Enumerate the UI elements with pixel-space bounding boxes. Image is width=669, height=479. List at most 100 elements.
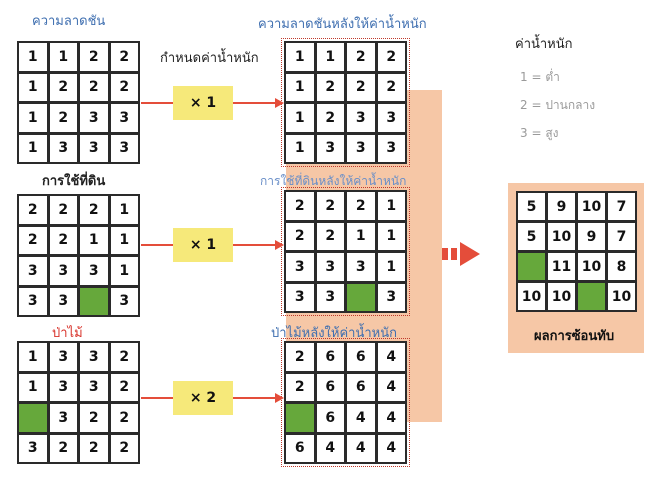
grid-cell: 3 <box>110 134 138 162</box>
grid-cell: 4 <box>316 434 344 462</box>
grid-cell: 3 <box>19 287 47 315</box>
grid-cell: 1 <box>19 73 47 101</box>
grid-cell: 2 <box>110 404 138 432</box>
grid-cell: 2 <box>49 104 77 132</box>
grid-cell: 2 <box>110 43 138 71</box>
grid-cell: 10 <box>578 253 605 280</box>
landuse-title: การใช้ที่ดิน <box>42 174 106 189</box>
grid-cell: 1 <box>286 134 314 162</box>
grid-cell: 1 <box>19 134 47 162</box>
grid-cell: 1 <box>377 192 405 220</box>
grid-cell: 1 <box>377 253 405 281</box>
grid-cell: 2 <box>49 226 77 254</box>
grid-cell: 10 <box>518 283 545 310</box>
grid-cell: 6 <box>316 373 344 401</box>
grid-cell: 3 <box>377 134 405 162</box>
grid-cell: 3 <box>347 253 375 281</box>
grid-cell: 2 <box>316 104 344 132</box>
grid-cell: 2 <box>110 434 138 462</box>
grid-cell: 3 <box>49 343 77 371</box>
arrow-line <box>141 102 173 104</box>
grid-cell: 3 <box>80 134 108 162</box>
grid-cell: 2 <box>316 192 344 220</box>
highlighted-cell <box>80 287 108 315</box>
grid-cell: 9 <box>548 193 575 220</box>
grid-cell: 3 <box>316 283 344 311</box>
grid-cell: 5 <box>518 193 545 220</box>
grid-cell: 1 <box>110 257 138 285</box>
grid-cell: 3 <box>80 104 108 132</box>
grid-cell: 3 <box>347 104 375 132</box>
grid-cell: 3 <box>110 104 138 132</box>
grid-cell: 2 <box>49 196 77 224</box>
legend-title: ค่าน้ำหนัก <box>515 37 573 52</box>
grid-cell: 9 <box>578 223 605 250</box>
arrow-head-icon <box>275 393 284 403</box>
grid-cell: 1 <box>19 343 47 371</box>
result-caption: ผลการซ้อนทับ <box>534 329 615 344</box>
grid-cell: 2 <box>110 343 138 371</box>
legend-line-medium: 2 = ปานกลาง <box>520 98 596 112</box>
grid-cell: 3 <box>286 283 314 311</box>
overlay-arrow-icon <box>442 242 480 266</box>
arrow-line <box>233 244 275 246</box>
grid-cell: 2 <box>110 73 138 101</box>
grid-cell: 3 <box>347 134 375 162</box>
grid-cell: 3 <box>49 404 77 432</box>
grid-cell: 1 <box>49 43 77 71</box>
grid-cell: 3 <box>286 253 314 281</box>
grid-cell: 3 <box>110 287 138 315</box>
grid-cell: 2 <box>110 373 138 401</box>
grid-cell: 4 <box>377 343 405 371</box>
landuse-multiplier: × 1 <box>173 228 233 262</box>
arrow-line <box>233 102 275 104</box>
highlighted-cell <box>578 283 605 310</box>
grid-cell: 3 <box>316 134 344 162</box>
grid-cell: 1 <box>377 222 405 250</box>
arrow-head-icon <box>275 240 284 250</box>
grid-cell: 2 <box>80 434 108 462</box>
forest-title: ป่าไม้ <box>52 326 83 341</box>
arrow-line <box>141 397 173 399</box>
grid-cell: 2 <box>80 404 108 432</box>
grid-cell: 4 <box>347 434 375 462</box>
grid-cell: 2 <box>347 73 375 101</box>
grid-cell: 11 <box>548 253 575 280</box>
grid-cell: 3 <box>80 257 108 285</box>
grid-cell: 8 <box>608 253 635 280</box>
grid-cell: 2 <box>347 192 375 220</box>
grid-cell: 10 <box>548 283 575 310</box>
arrow-line <box>141 244 173 246</box>
grid-cell: 4 <box>377 404 405 432</box>
grid-cell: 3 <box>377 104 405 132</box>
arrow-line <box>233 397 275 399</box>
highlighted-cell <box>347 283 375 311</box>
grid-cell: 2 <box>316 222 344 250</box>
grid-cell: 7 <box>608 193 635 220</box>
grid-cell: 2 <box>286 192 314 220</box>
grid-cell: 3 <box>80 373 108 401</box>
grid-cell: 2 <box>19 196 47 224</box>
grid-cell: 1 <box>347 222 375 250</box>
landuse-weighted-title: การใช้ที่ดินหลังให้ค่าน้ำหนัก <box>260 174 407 188</box>
grid-cell: 3 <box>49 373 77 401</box>
grid-cell: 6 <box>347 343 375 371</box>
grid-cell: 1 <box>80 226 108 254</box>
highlighted-cell <box>286 404 314 432</box>
grid-cell: 2 <box>19 226 47 254</box>
grid-cell: 6 <box>316 404 344 432</box>
highlighted-cell <box>518 253 545 280</box>
grid-cell: 2 <box>377 43 405 71</box>
grid-cell: 1 <box>19 43 47 71</box>
grid-cell: 3 <box>49 287 77 315</box>
grid-cell: 3 <box>316 253 344 281</box>
grid-cell: 10 <box>578 193 605 220</box>
grid-cell: 2 <box>80 43 108 71</box>
grid-cell: 6 <box>347 373 375 401</box>
